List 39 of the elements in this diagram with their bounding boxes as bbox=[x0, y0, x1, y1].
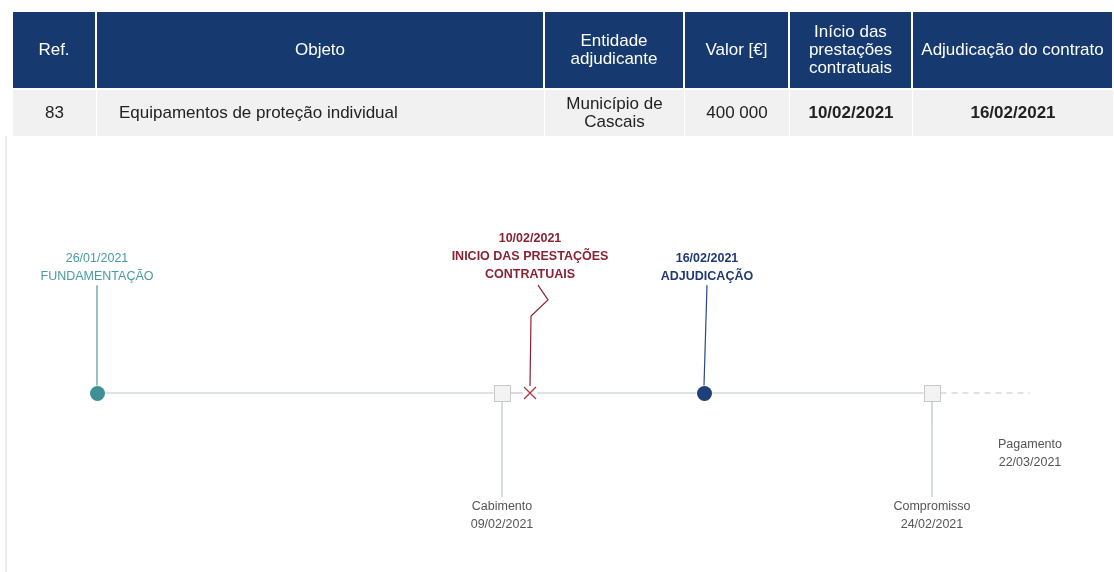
leader-line bbox=[703, 284, 708, 387]
timeline-label: 09/02/2021 bbox=[470, 516, 534, 533]
timeline-label: Compromisso bbox=[893, 497, 971, 515]
table-header-cell: Início das prestações contratuais bbox=[790, 12, 913, 88]
table-cell: 16/02/2021 bbox=[913, 88, 1114, 136]
table-cell: Equipamentos de proteção individual bbox=[97, 88, 545, 136]
timeline-line bbox=[509, 392, 524, 394]
leader-line bbox=[529, 284, 549, 387]
table-cell: 400 000 bbox=[685, 88, 790, 136]
timeline-label: ADJUDICAÇÃO bbox=[660, 267, 754, 285]
dashed-timeline-line bbox=[939, 392, 1031, 394]
leader-line bbox=[96, 284, 98, 387]
leader-line bbox=[501, 400, 503, 498]
table-header-cell: Entidade adjudicante bbox=[545, 12, 685, 88]
timeline-line bbox=[536, 392, 698, 394]
timeline-label: 26/01/2021 bbox=[64, 249, 130, 267]
timeline-label: 10/02/2021 bbox=[497, 229, 563, 247]
timeline-dot bbox=[89, 385, 105, 401]
table-header-cell: Adjudicação do contrato bbox=[913, 12, 1114, 88]
timeline-square bbox=[493, 384, 511, 402]
table-header-cell: Valor [€] bbox=[685, 12, 790, 88]
timeline-label: FUNDAMENTAÇÃO bbox=[40, 268, 154, 285]
timeline-label: INICIO DAS PRESTAÇÕES CONTRATUAIS bbox=[450, 247, 610, 284]
timeline-label: 24/02/2021 bbox=[899, 516, 965, 533]
leader-line bbox=[931, 400, 933, 498]
timeline-label: Cabimento bbox=[470, 497, 534, 515]
timeline-square bbox=[923, 384, 941, 402]
timeline-dot bbox=[696, 385, 712, 401]
timeline-cross bbox=[523, 386, 537, 400]
table-cell: 10/02/2021 bbox=[790, 88, 913, 136]
timeline-line bbox=[103, 392, 495, 394]
table-header-cell: Ref. bbox=[13, 12, 97, 88]
table-cell: 83 bbox=[13, 88, 97, 136]
timeline-label: Pagamento bbox=[998, 435, 1062, 453]
table-header-cell: Objeto bbox=[97, 12, 545, 88]
timeline-label: 16/02/2021 bbox=[674, 249, 740, 267]
timeline-line bbox=[710, 392, 925, 394]
table-cell: Município de Cascais bbox=[545, 88, 685, 136]
timeline-label: 22/03/2021 bbox=[998, 454, 1062, 471]
